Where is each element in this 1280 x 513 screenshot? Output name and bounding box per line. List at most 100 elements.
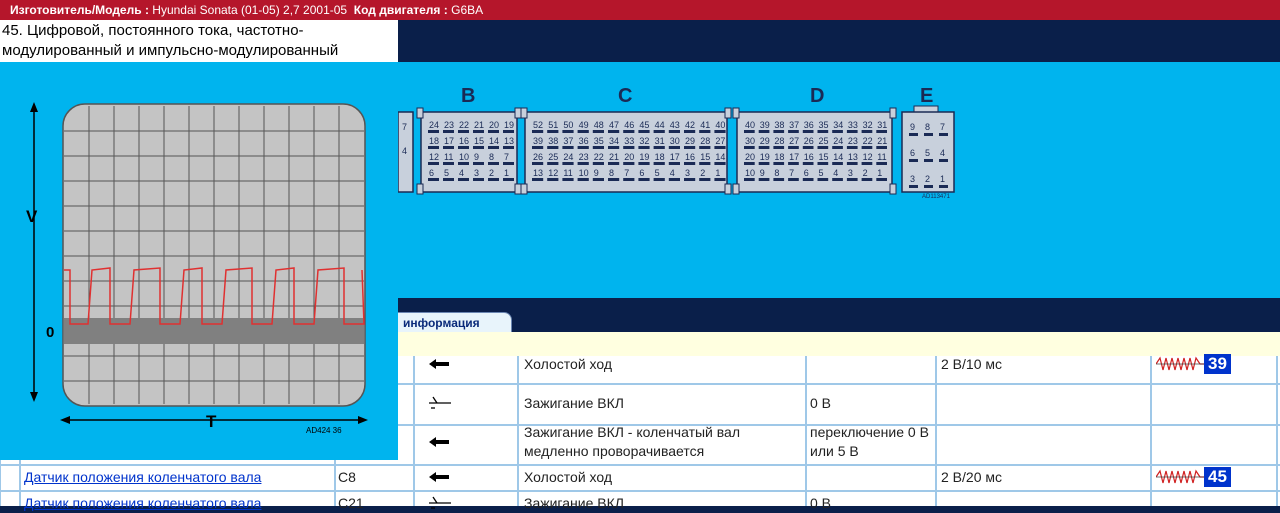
connector-pin: 25 (819, 136, 829, 146)
connector-pin: 28 (700, 136, 710, 146)
component-link[interactable]: Датчик положения коленчатого вала (24, 469, 262, 485)
connector-pin: 11 (877, 152, 886, 162)
zero-band (64, 318, 364, 344)
connector-pin: 9 (474, 152, 479, 162)
expected-value: 0 В (810, 395, 832, 411)
table-row-line (0, 464, 1280, 466)
connector-pin: 44 (655, 120, 665, 130)
connector-pin: 13 (848, 152, 858, 162)
scope-setting: 2 В/20 мс (941, 469, 1002, 485)
connector-pin: 21 (609, 152, 619, 162)
axis-zero-label: 0 (46, 324, 54, 341)
test-condition: Холостой ход (524, 356, 613, 372)
connector-pin: 11 (444, 152, 453, 162)
connector-pin: 40 (745, 120, 755, 130)
manufacturer-value: Hyundai Sonata (01-05) 2,7 2001-05 (152, 3, 348, 17)
connector-pin: 30 (670, 136, 680, 146)
connector-label: C (618, 85, 632, 107)
connector-pin: 48 (594, 120, 604, 130)
connector-pin: 7 (504, 152, 509, 162)
tab-information[interactable]: информация (396, 312, 512, 332)
connector-pin: 41 (700, 120, 710, 130)
connector-pin: 22 (863, 136, 873, 146)
connector-pin: 28 (774, 136, 784, 146)
test-condition: Зажигание ВКЛ (524, 495, 624, 511)
connector-pin: 15 (474, 136, 484, 146)
connector-pin: 18 (429, 136, 439, 146)
connector-pin: 4 (940, 148, 945, 158)
pin-number: C8 (338, 469, 356, 485)
connector-pin: 18 (655, 152, 665, 162)
connector-pin: 24 (563, 152, 573, 162)
connector-pin: 35 (594, 136, 604, 146)
waveform-trace (64, 267, 365, 325)
connector-pin: 46 (624, 120, 634, 130)
table-row-line (0, 490, 1280, 492)
connector-pin: 36 (804, 120, 814, 130)
connector-pin: 33 (624, 136, 634, 146)
axis-v-label: V (26, 207, 38, 226)
connector-pin: 5 (655, 168, 660, 178)
connector-pin: 39 (533, 136, 543, 146)
connector-pin: 17 (789, 152, 799, 162)
signal-out-arrow-icon (429, 437, 449, 447)
connector-pin: 11 (563, 168, 572, 178)
component-link[interactable]: Датчик положения коленчатого вала (24, 495, 262, 511)
connector-pin: 18 (774, 152, 784, 162)
connector-pin: 26 (533, 152, 543, 162)
connector-pin: 1 (940, 174, 945, 184)
connector-pin: 2 (700, 168, 705, 178)
connector-label: B (461, 85, 475, 107)
connector-pin: 6 (639, 168, 644, 178)
connector-pin: 6 (429, 168, 434, 178)
mini-waveform-icon[interactable] (1156, 467, 1204, 487)
connector-pin: 31 (655, 136, 665, 146)
connector-pin: 1 (715, 168, 720, 178)
connector-pin: 33 (848, 120, 858, 130)
connector-pin: 9 (910, 122, 915, 132)
connector-pin: 16 (459, 136, 469, 146)
connector-pin: 8 (925, 122, 930, 132)
connector-pin: 7 (789, 168, 794, 178)
connector-pin: 15 (700, 152, 710, 162)
scope-setting: 2 В/10 мс (941, 356, 1002, 372)
connector-pin: 40 (715, 120, 725, 130)
connector-pin: 14 (715, 152, 725, 162)
waveform-number-badge[interactable]: 45 (1204, 467, 1231, 487)
header-bar: Изготовитель/Модель : Hyundai Sonata (01… (0, 0, 1280, 20)
test-condition: Холостой ход (524, 469, 613, 485)
table-col-line (1150, 356, 1152, 506)
ignition-switch-icon (429, 496, 451, 509)
connector-pin: 9 (594, 168, 599, 178)
connector-pin: 16 (685, 152, 695, 162)
mini-waveform-icon[interactable] (1156, 354, 1204, 374)
connector-pin: 12 (548, 168, 558, 178)
connector-pin: 24 (833, 136, 843, 146)
connector-pin: 29 (760, 136, 770, 146)
connector-pin: 3 (910, 174, 915, 184)
waveform-number-badge[interactable]: 39 (1204, 354, 1231, 374)
connector-pin: 31 (877, 120, 887, 130)
connector-pin: 8 (774, 168, 779, 178)
connector-pin: 22 (459, 120, 469, 130)
connector-pin: 37 (563, 136, 573, 146)
connector-pin: 36 (579, 136, 589, 146)
connector-pin: 32 (863, 120, 873, 130)
ignition-switch-icon (429, 396, 451, 409)
popup-title-line2: модулированный и импульсно-модулированны… (2, 42, 339, 59)
connector-pin: 10 (459, 152, 469, 162)
connector-pin: 12 (863, 152, 873, 162)
connector-pin: 10 (745, 168, 755, 178)
connector-pin: 19 (504, 120, 514, 130)
connector-pin: 2 (489, 168, 494, 178)
connector-pin: 5 (819, 168, 824, 178)
connector-pin: 3 (848, 168, 853, 178)
connector-pin: 32 (639, 136, 649, 146)
engine-value: G6BA (451, 3, 484, 17)
connector-pin: 20 (745, 152, 755, 162)
connector-pin: 4 (833, 168, 838, 178)
connector-pin: 35 (819, 120, 829, 130)
connector-pin: 38 (774, 120, 784, 130)
connector-pin: 13 (504, 136, 514, 146)
connector-pin: 21 (877, 136, 887, 146)
